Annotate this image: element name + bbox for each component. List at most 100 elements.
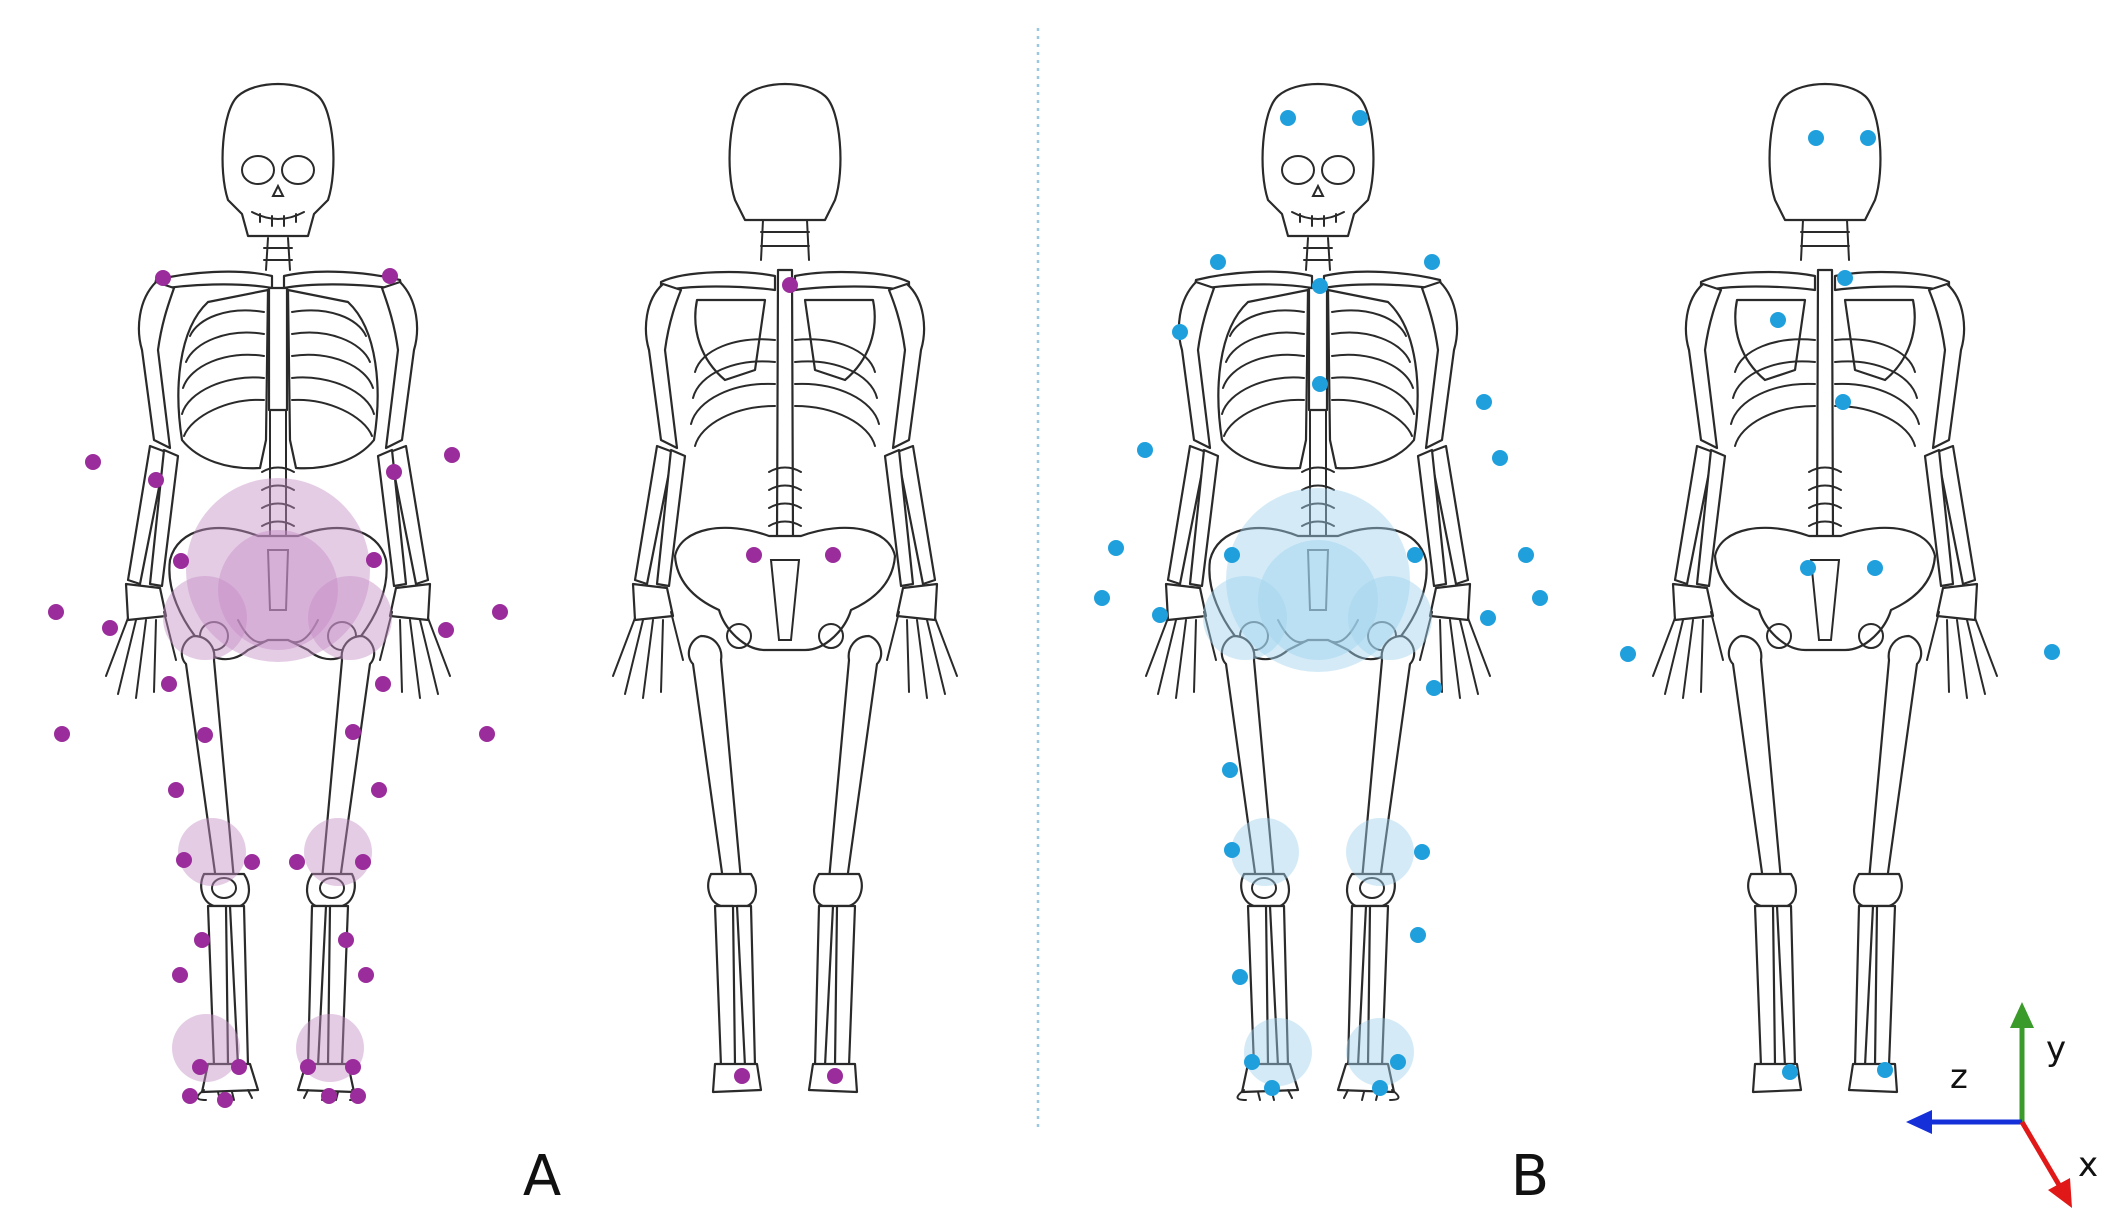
marker bbox=[182, 1088, 198, 1104]
marker bbox=[345, 724, 361, 740]
joint-halo bbox=[1346, 1018, 1414, 1086]
marker bbox=[345, 1059, 361, 1075]
joint-halo bbox=[1258, 540, 1378, 660]
marker bbox=[1172, 324, 1188, 340]
marker bbox=[1532, 590, 1548, 606]
axis-label-y: y bbox=[2046, 1029, 2066, 1069]
marker bbox=[366, 552, 382, 568]
marker bbox=[825, 547, 841, 563]
marker bbox=[1264, 1080, 1280, 1096]
marker bbox=[1424, 254, 1440, 270]
marker bbox=[492, 604, 508, 620]
joint-halo bbox=[186, 478, 370, 662]
joint-halo bbox=[1244, 1018, 1312, 1086]
marker bbox=[371, 782, 387, 798]
marker bbox=[1492, 450, 1508, 466]
joint-halo bbox=[178, 818, 246, 886]
marker bbox=[102, 620, 118, 636]
marker bbox=[1372, 1080, 1388, 1096]
panel-label-b: B bbox=[1511, 1144, 1549, 1209]
marker bbox=[1800, 560, 1816, 576]
joint-halo bbox=[1226, 488, 1410, 672]
marker bbox=[161, 676, 177, 692]
marker bbox=[1352, 110, 1368, 126]
joint-halo bbox=[1348, 576, 1432, 660]
marker bbox=[1808, 130, 1824, 146]
marker bbox=[289, 854, 305, 870]
marker bbox=[438, 622, 454, 638]
marker bbox=[782, 277, 798, 293]
marker bbox=[244, 854, 260, 870]
marker bbox=[192, 1059, 208, 1075]
marker bbox=[1137, 442, 1153, 458]
joint-halo bbox=[1346, 818, 1414, 886]
marker bbox=[155, 270, 171, 286]
marker bbox=[746, 547, 762, 563]
marker bbox=[217, 1092, 233, 1108]
marker bbox=[350, 1088, 366, 1104]
marker bbox=[300, 1059, 316, 1075]
marker bbox=[1108, 540, 1124, 556]
skeleton-back-panel-a bbox=[611, 82, 959, 1094]
marker bbox=[1426, 680, 1442, 696]
joint-halo bbox=[1231, 818, 1299, 886]
marker bbox=[176, 852, 192, 868]
marker bbox=[1224, 842, 1240, 858]
marker bbox=[1152, 607, 1168, 623]
marker bbox=[172, 967, 188, 983]
marker bbox=[355, 854, 371, 870]
marker bbox=[1407, 547, 1423, 563]
marker bbox=[1860, 130, 1876, 146]
marker bbox=[382, 268, 398, 284]
marker bbox=[168, 782, 184, 798]
skeleton-back-panel-b bbox=[1651, 82, 1999, 1094]
axis-label-z: z bbox=[1950, 1057, 1968, 1097]
marker bbox=[1224, 547, 1240, 563]
marker bbox=[1280, 110, 1296, 126]
marker bbox=[1835, 394, 1851, 410]
marker bbox=[1837, 270, 1853, 286]
marker bbox=[1210, 254, 1226, 270]
joint-halo bbox=[163, 576, 247, 660]
marker bbox=[375, 676, 391, 692]
marker bbox=[479, 726, 495, 742]
joint-halos-panel-a bbox=[163, 478, 392, 1082]
marker bbox=[1232, 969, 1248, 985]
marker bbox=[1222, 762, 1238, 778]
xyz-axes-icon: y z x bbox=[1906, 1002, 2098, 1208]
joint-halo bbox=[172, 1014, 240, 1082]
joint-halos-panel-b bbox=[1203, 488, 1432, 1086]
marker bbox=[1877, 1062, 1893, 1078]
marker bbox=[1410, 927, 1426, 943]
marker bbox=[194, 932, 210, 948]
joint-halo bbox=[308, 576, 392, 660]
marker bbox=[1414, 844, 1430, 860]
marker bbox=[444, 447, 460, 463]
marker bbox=[173, 553, 189, 569]
marker bbox=[321, 1088, 337, 1104]
marker bbox=[54, 726, 70, 742]
marker bbox=[1867, 560, 1883, 576]
marker bbox=[148, 472, 164, 488]
joint-halo bbox=[1203, 576, 1287, 660]
marker bbox=[197, 727, 213, 743]
joint-halo bbox=[218, 530, 338, 650]
axis-label-x: x bbox=[2078, 1145, 2098, 1185]
marker bbox=[1094, 590, 1110, 606]
marker bbox=[358, 967, 374, 983]
marker bbox=[1620, 646, 1636, 662]
marker bbox=[48, 604, 64, 620]
joint-halo bbox=[304, 818, 372, 886]
marker bbox=[1312, 278, 1328, 294]
markers-panel-a bbox=[48, 268, 843, 1108]
marker bbox=[827, 1068, 843, 1084]
marker bbox=[1476, 394, 1492, 410]
marker bbox=[2044, 644, 2060, 660]
marker bbox=[1782, 1064, 1798, 1080]
marker bbox=[85, 454, 101, 470]
marker bbox=[1480, 610, 1496, 626]
marker bbox=[734, 1068, 750, 1084]
marker bbox=[1244, 1054, 1260, 1070]
marker bbox=[338, 932, 354, 948]
